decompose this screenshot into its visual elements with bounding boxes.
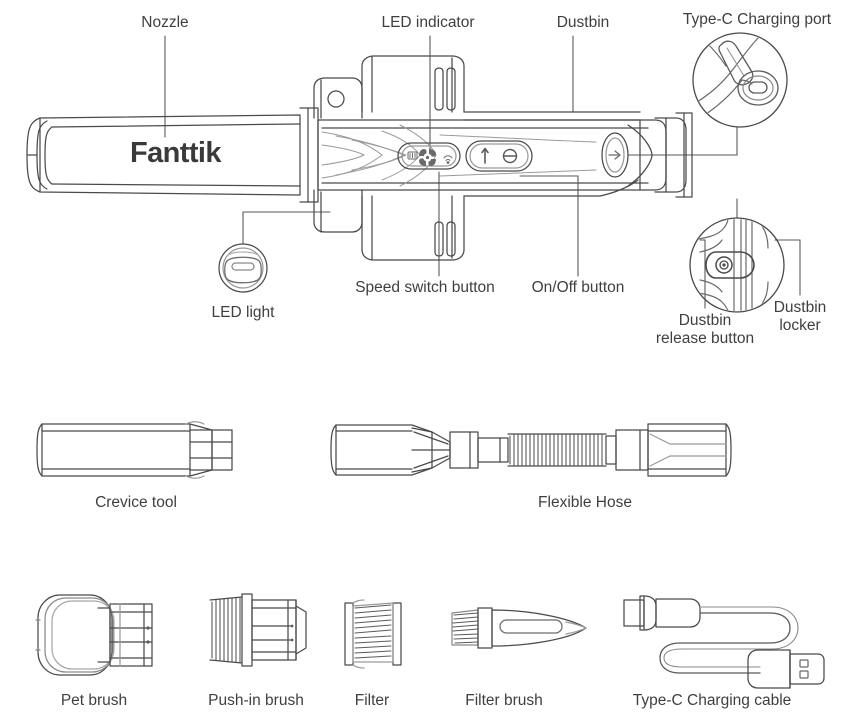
battery-level-icon xyxy=(408,152,417,159)
vacuum-main-body xyxy=(27,56,692,260)
type-c-charging-cable-part xyxy=(624,596,824,688)
flexible-hose-part xyxy=(331,424,731,476)
top-housing xyxy=(314,56,640,120)
accessory-label-pet-brush: Pet brush xyxy=(60,692,128,709)
callout-label-nozzle: Nozzle xyxy=(141,14,189,31)
callout-label-speed-switch-button: Speed switch button xyxy=(355,279,495,296)
brand-wordmark: Fanttik xyxy=(130,137,221,169)
main-barrel xyxy=(318,113,692,197)
dustbin-locker-detail-circle xyxy=(690,218,784,312)
callout-label-on-off-button: On/Off button xyxy=(531,279,625,296)
filter-brush-part xyxy=(452,608,586,648)
spiral-fan-icon xyxy=(419,149,436,166)
led-light-part xyxy=(219,244,267,292)
callout-label-led-indicator: LED indicator xyxy=(381,14,475,31)
accessory-label-filter-brush: Filter brush xyxy=(465,692,543,709)
leader-lines xyxy=(165,36,800,308)
filter-part xyxy=(345,600,401,668)
signal-icon xyxy=(444,156,452,164)
callout-label-dustbin: Dustbin xyxy=(556,14,610,31)
grip-contours xyxy=(322,125,596,186)
lower-housing xyxy=(314,180,638,260)
boost-arrow-icon xyxy=(482,149,488,164)
crevice-tool-part xyxy=(37,422,232,479)
accessory-label-flexible-hose: Flexible Hose xyxy=(538,494,632,511)
pet-brush-part xyxy=(36,595,152,675)
accessory-label-push-in-brush: Push-in brush xyxy=(208,692,304,709)
charging-port-detail-circle xyxy=(693,33,788,127)
callout-label-led-light: LED light xyxy=(211,304,275,321)
dustbin-release-button-part xyxy=(602,133,628,177)
accessory-label-type-c-charging-cable: Type-C Charging cable xyxy=(632,692,792,709)
push-in-brush-part xyxy=(210,594,306,666)
accessory-label-filter: Filter xyxy=(354,692,390,709)
indicator-pod xyxy=(398,143,460,169)
button-pod xyxy=(466,141,532,171)
power-button-icon xyxy=(504,150,517,163)
callout-label-dustbin-locker: Dustbin locker xyxy=(773,299,827,334)
callout-label-dustbin-release-button: Dustbin release button xyxy=(655,312,755,347)
accessory-label-crevice-tool: Crevice tool xyxy=(95,494,177,511)
callout-label-type-c-charging-port: Type-C Charging port xyxy=(682,11,832,28)
